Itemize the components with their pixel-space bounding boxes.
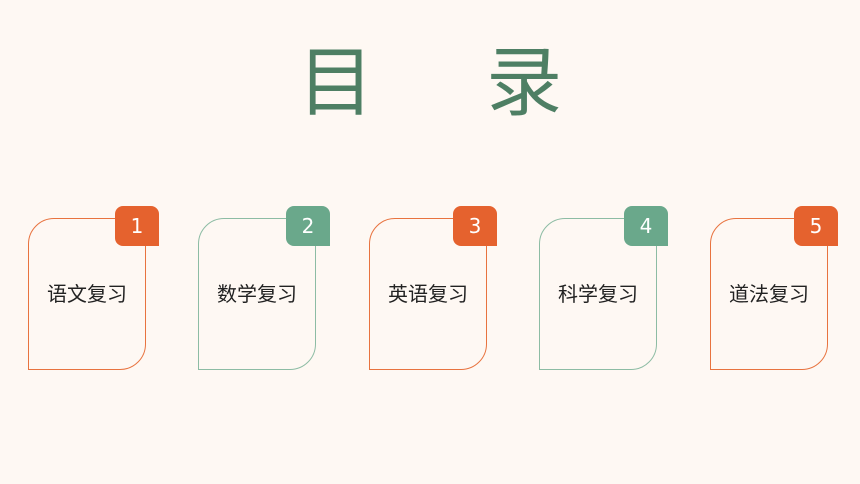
toc-label-1: 语文复习 (47, 282, 127, 306)
toc-card-4[interactable] (539, 218, 657, 370)
toc-label-4: 科学复习 (558, 282, 638, 306)
toc-badge-2: 2 (286, 206, 330, 246)
toc-label-3: 英语复习 (388, 282, 468, 306)
toc-card-1[interactable] (28, 218, 146, 370)
toc-badge-5: 5 (794, 206, 838, 246)
toc-label-5: 道法复习 (729, 282, 809, 306)
toc-card-2[interactable] (198, 218, 316, 370)
toc-badge-1: 1 (115, 206, 159, 246)
toc-label-2: 数学复习 (217, 282, 297, 306)
toc-card-5[interactable] (710, 218, 828, 370)
toc-badge-4: 4 (624, 206, 668, 246)
page-title: 目 录 (297, 38, 607, 127)
toc-card-3[interactable] (369, 218, 487, 370)
toc-badge-3: 3 (453, 206, 497, 246)
